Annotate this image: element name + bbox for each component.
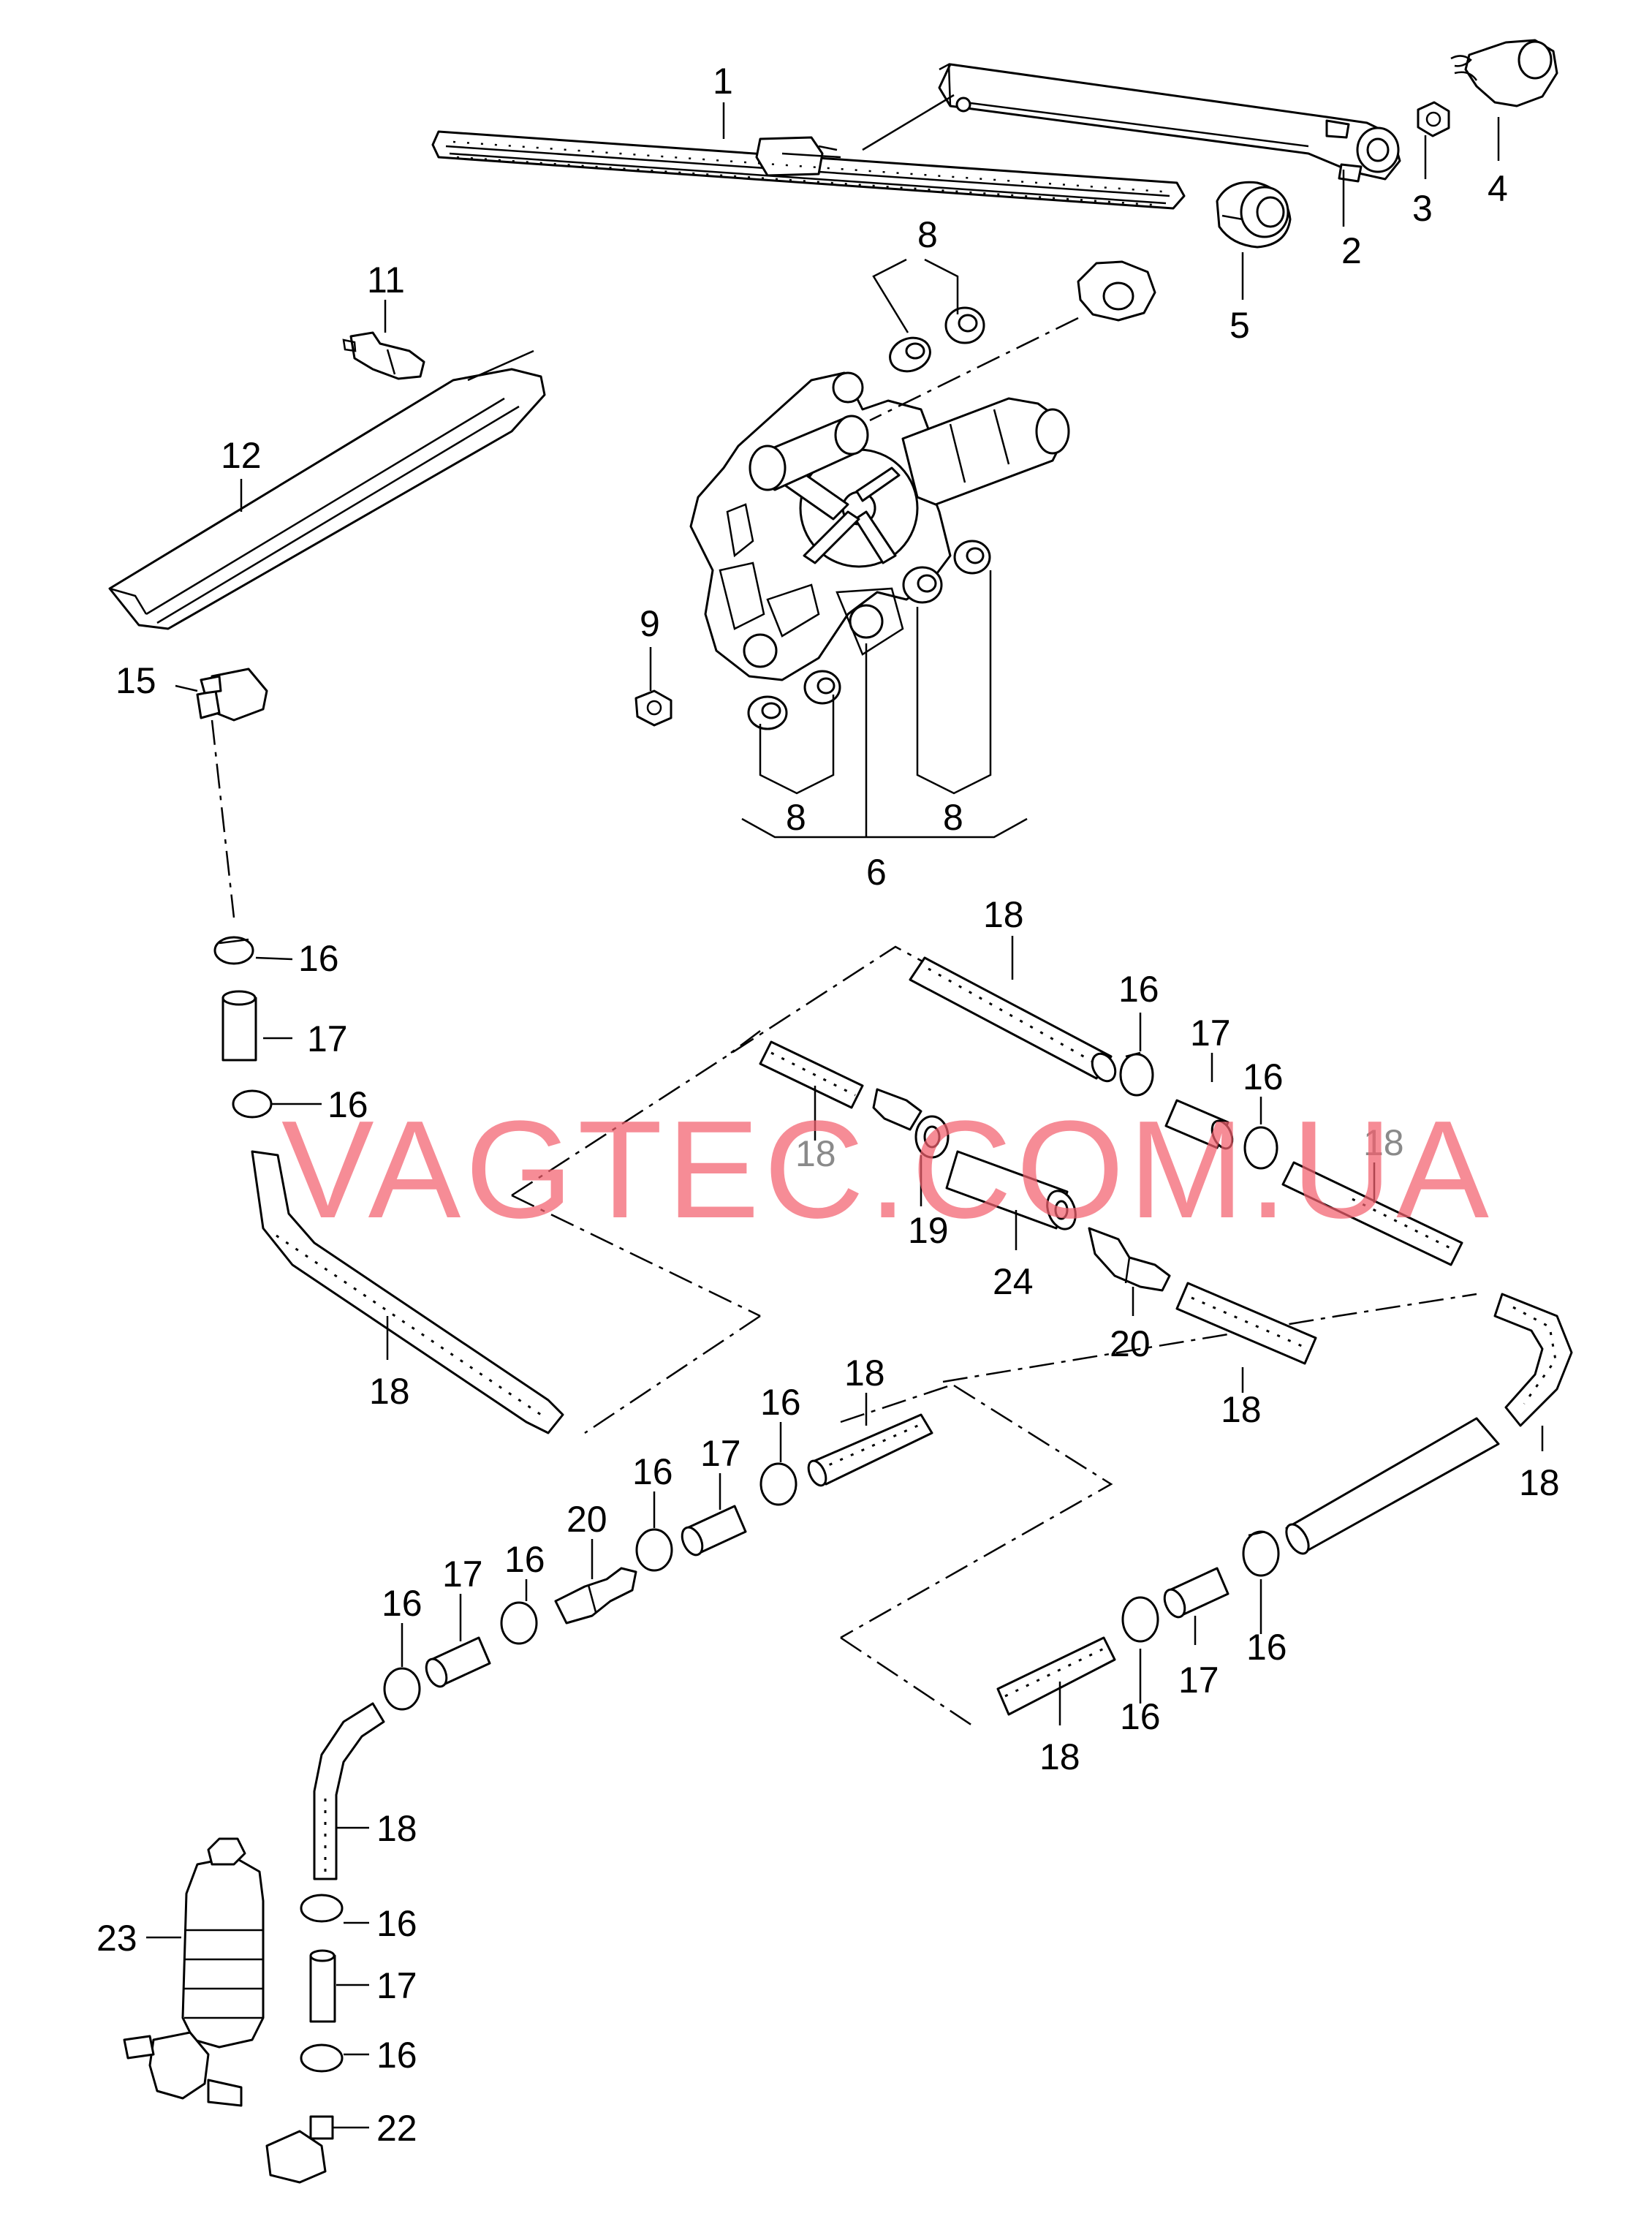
callout-5: 5: [1229, 305, 1250, 346]
callout-16-h: 16: [632, 1451, 673, 1492]
clamp-16-c: [1119, 1051, 1154, 1097]
hose-24: [945, 1150, 1077, 1230]
callout-18-h: 18: [1039, 1736, 1080, 1777]
callout-18-a: 18: [369, 1371, 410, 1412]
corrugated-hose-18-right: [1281, 1161, 1463, 1266]
callout-4: 4: [1488, 168, 1508, 209]
rubber-seal: [1216, 181, 1292, 249]
callout-9: 9: [640, 603, 660, 644]
corrugated-hose-18-elbow: [1493, 1293, 1573, 1427]
callout-18-g: 18: [844, 1353, 885, 1393]
callout-16-j: 16: [382, 1583, 423, 1624]
wiper-arm: [862, 62, 1401, 183]
callout-16-l: 16: [376, 2035, 417, 2076]
clamp-16-h: [635, 1528, 673, 1572]
callout-17-e: 17: [1178, 1660, 1219, 1701]
callout-6: 6: [866, 852, 887, 893]
callout-16-d: 16: [1243, 1056, 1284, 1097]
callout-12: 12: [221, 435, 262, 476]
hose-17-c: [1164, 1099, 1234, 1150]
connector-20-upper: [1088, 1227, 1171, 1292]
callout-17-g: 17: [700, 1433, 741, 1474]
callout-2: 2: [1341, 230, 1362, 271]
callout-18-f: 18: [1519, 1462, 1560, 1503]
callout-20-b: 20: [567, 1499, 607, 1540]
grommet-set-right: [902, 540, 991, 604]
callout-16-a: 16: [298, 938, 339, 979]
hose-connector-22: [265, 2115, 334, 2184]
callout-17-c: 17: [1190, 1013, 1231, 1054]
grommet-set-top: [889, 306, 985, 373]
callout-23: 23: [96, 1918, 137, 1959]
wiper-blade: [431, 130, 1186, 210]
callout-19: 19: [908, 1210, 949, 1251]
callout-labels: 1 2 3 4 5 6 8 8 8 9 11 12 15 16 17 16 18…: [96, 61, 1560, 2149]
clamp-16-f: [1121, 1596, 1159, 1643]
callout-17-i: 17: [442, 1554, 483, 1595]
grommet-top: [1077, 260, 1156, 322]
callout-18-b: 18: [983, 894, 1024, 935]
callout-8-top: 8: [917, 214, 938, 255]
callout-18-c: 18: [1363, 1122, 1404, 1163]
clamp-16-j: [383, 1667, 421, 1711]
clamp-16-i: [500, 1601, 538, 1645]
corrugated-hose-18-bottom: [996, 1636, 1116, 1716]
t-piece-19: [872, 1088, 950, 1159]
corrugated-hose-18-left-top: [807, 1413, 933, 1487]
callout-16-f: 16: [1120, 1696, 1161, 1737]
callout-16-c: 16: [1118, 969, 1159, 1010]
corrugated-hose-left: [251, 1150, 564, 1434]
washer-jet: [342, 331, 425, 380]
clamp-16-k: [300, 1894, 344, 1923]
spindle-bearing: [1356, 126, 1400, 173]
callout-15: 15: [115, 660, 156, 701]
clamp-16-d: [1243, 1126, 1278, 1170]
brake-light-spoiler: [108, 349, 546, 630]
callout-17-k: 17: [376, 1965, 417, 2006]
clamp-16-b: [232, 1089, 273, 1119]
clamp-16-a: [213, 936, 254, 965]
washer-pump: [123, 1837, 265, 2107]
callout-17-a: 17: [307, 1018, 348, 1059]
callout-20-a: 20: [1110, 1323, 1151, 1364]
connector-20-lower: [554, 1567, 637, 1625]
callout-18-d: 18: [795, 1133, 836, 1174]
callout-24: 24: [993, 1261, 1034, 1302]
hose-17-e: [1163, 1567, 1229, 1619]
callout-16-g: 16: [760, 1382, 801, 1423]
callout-16-i: 16: [504, 1539, 545, 1580]
clamp-16-g: [759, 1462, 797, 1506]
callout-16-e: 16: [1246, 1627, 1287, 1668]
clamp-16-l: [300, 2043, 344, 2073]
hose-18-long-diagonal: [1285, 1417, 1500, 1555]
hose-17-a: [221, 990, 257, 1062]
grommet-set-left: [747, 670, 841, 730]
hose-17-k: [309, 1949, 336, 2023]
callout-8-right: 8: [943, 797, 963, 838]
wiper-motor: [689, 371, 1070, 681]
callout-1: 1: [713, 61, 733, 102]
callout-3: 3: [1412, 188, 1433, 229]
callout-11: 11: [367, 260, 405, 300]
mounting-nut: [634, 689, 672, 727]
corrugated-hose-18-lower-right: [1175, 1282, 1317, 1365]
hose-connector-top: [196, 668, 268, 722]
callout-18-i: 18: [376, 1808, 417, 1849]
callout-18-e: 18: [1221, 1389, 1262, 1430]
corrugated-hose-18-upper: [909, 956, 1117, 1083]
leader-lines: [146, 102, 1544, 2129]
cover-cap: [1450, 39, 1558, 107]
callout-22: 22: [376, 2108, 417, 2149]
callout-8-left: 8: [786, 797, 806, 838]
hose-17-g: [681, 1505, 747, 1557]
hex-nut: [1417, 101, 1450, 137]
callout-16-b: 16: [327, 1084, 368, 1125]
clamp-16-e: [1242, 1530, 1280, 1577]
corrugated-hose-18-mid: [759, 1040, 864, 1109]
hose-17-i: [425, 1636, 491, 1688]
watermark-text: VAGTEC.COM.UA: [281, 1092, 1493, 1247]
corrugated-hose-18-elbow-lower: [313, 1702, 385, 1880]
callout-16-k: 16: [376, 1903, 417, 1944]
